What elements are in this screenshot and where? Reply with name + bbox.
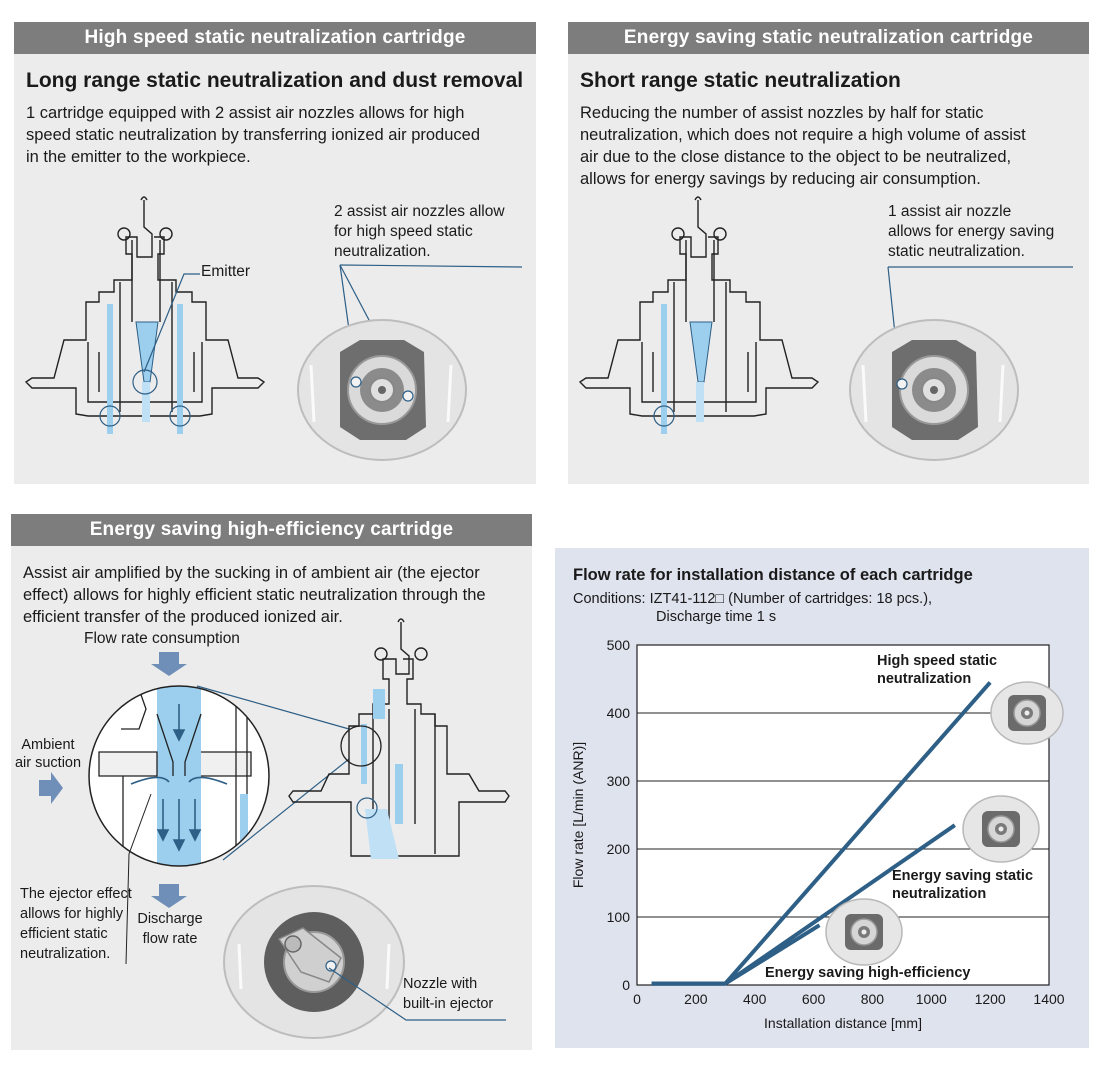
energy-static-header: Energy saving static neutralization cart… <box>568 22 1089 54</box>
series-line-energy-saving-high-efficiency <box>651 923 821 986</box>
y-tick-label: 100 <box>607 909 631 925</box>
high-efficiency-header: Energy saving high-efficiency cartridge <box>11 514 532 546</box>
series-label-high-speed: High speed static <box>877 653 997 669</box>
y-tick-label: 500 <box>607 637 631 653</box>
y-axis-label: Flow rate [L/min (ANR)] <box>570 742 586 888</box>
high-efficiency-description: Assist air amplified by the sucking in o… <box>23 564 486 626</box>
two-nozzle-cartridge-photo <box>297 319 467 461</box>
x-tick-label: 800 <box>861 991 885 1007</box>
chart-title: Flow rate for installation distance of e… <box>573 566 973 584</box>
x-axis-label: Installation distance [mm] <box>764 1015 922 1031</box>
energy-static-description: Reducing the number of assist nozzles by… <box>580 104 1026 188</box>
x-tick-label: 1200 <box>975 991 1006 1007</box>
series-label-energy-saving-high-efficiency: Energy saving high-efficiency <box>765 965 970 981</box>
flow-rate-chart-panel: Flow rate for installation distance of e… <box>555 548 1089 1048</box>
flow-consumption-label: Flow rate consumption <box>84 630 240 647</box>
ejector-magnified-view <box>39 652 350 965</box>
energy-saving-high-efficiency-thumbnail <box>825 898 903 966</box>
discharge-label: Discharge flow rate <box>137 911 203 947</box>
nozzle-ejector-label: Nozzle with built-in ejector <box>403 976 494 1012</box>
high-speed-description: 1 cartridge equipped with 2 assist air n… <box>26 104 481 166</box>
x-tick-label: 1400 <box>1033 991 1064 1007</box>
high-speed-header: High speed static neutralization cartrid… <box>14 22 536 54</box>
y-tick-label: 300 <box>607 773 631 789</box>
ejector-nozzle-photo <box>223 885 506 1039</box>
one-nozzle-label: 1 assist air nozzle allows for energy sa… <box>888 203 1055 260</box>
two-nozzle-label: 2 assist air nozzles allow for high spee… <box>334 203 505 260</box>
energy-static-panel: Energy saving static neutralization cart… <box>568 22 1089 484</box>
chart-conditions-2: Discharge time 1 s <box>656 609 777 625</box>
high-efficiency-panel: Energy saving high-efficiency cartridge … <box>11 514 532 1050</box>
series-label-energy-saving-static: neutralization <box>892 886 986 902</box>
high-efficiency-cross-section <box>288 618 510 859</box>
y-tick-label: 400 <box>607 705 631 721</box>
emitter-label: Emitter <box>201 263 251 280</box>
y-tick-label: 200 <box>607 841 631 857</box>
high-speed-thumbnail <box>990 681 1064 745</box>
series-label-high-speed: neutralization <box>877 671 971 687</box>
y-tick-label: 0 <box>622 977 630 993</box>
ejector-effect-label: The ejector effect allows for highly eff… <box>20 886 132 962</box>
energy-saving-static-thumbnail <box>962 795 1040 863</box>
high-speed-panel: High speed static neutralization cartrid… <box>14 22 536 484</box>
x-tick-label: 1000 <box>916 991 947 1007</box>
x-tick-label: 0 <box>633 991 641 1007</box>
ambient-suction-label: Ambient air suction <box>14 737 82 771</box>
flow-rate-chart: 0 100 200 300 400 500 0 200 400 600 800 1000 1200 140… <box>570 637 1065 1031</box>
x-tick-label: 600 <box>802 991 826 1007</box>
one-nozzle-cartridge-photo <box>849 319 1019 461</box>
energy-static-subtitle: Short range static neutralization <box>580 69 901 92</box>
high-speed-subtitle: Long range static neutralization and dus… <box>26 69 524 92</box>
x-tick-label: 200 <box>684 991 708 1007</box>
chart-conditions-1: Conditions: IZT41-112□ (Number of cartri… <box>573 591 933 607</box>
energy-static-cross-section <box>578 196 1073 434</box>
series-label-energy-saving-static: Energy saving static <box>892 868 1033 884</box>
x-tick-label: 400 <box>743 991 767 1007</box>
